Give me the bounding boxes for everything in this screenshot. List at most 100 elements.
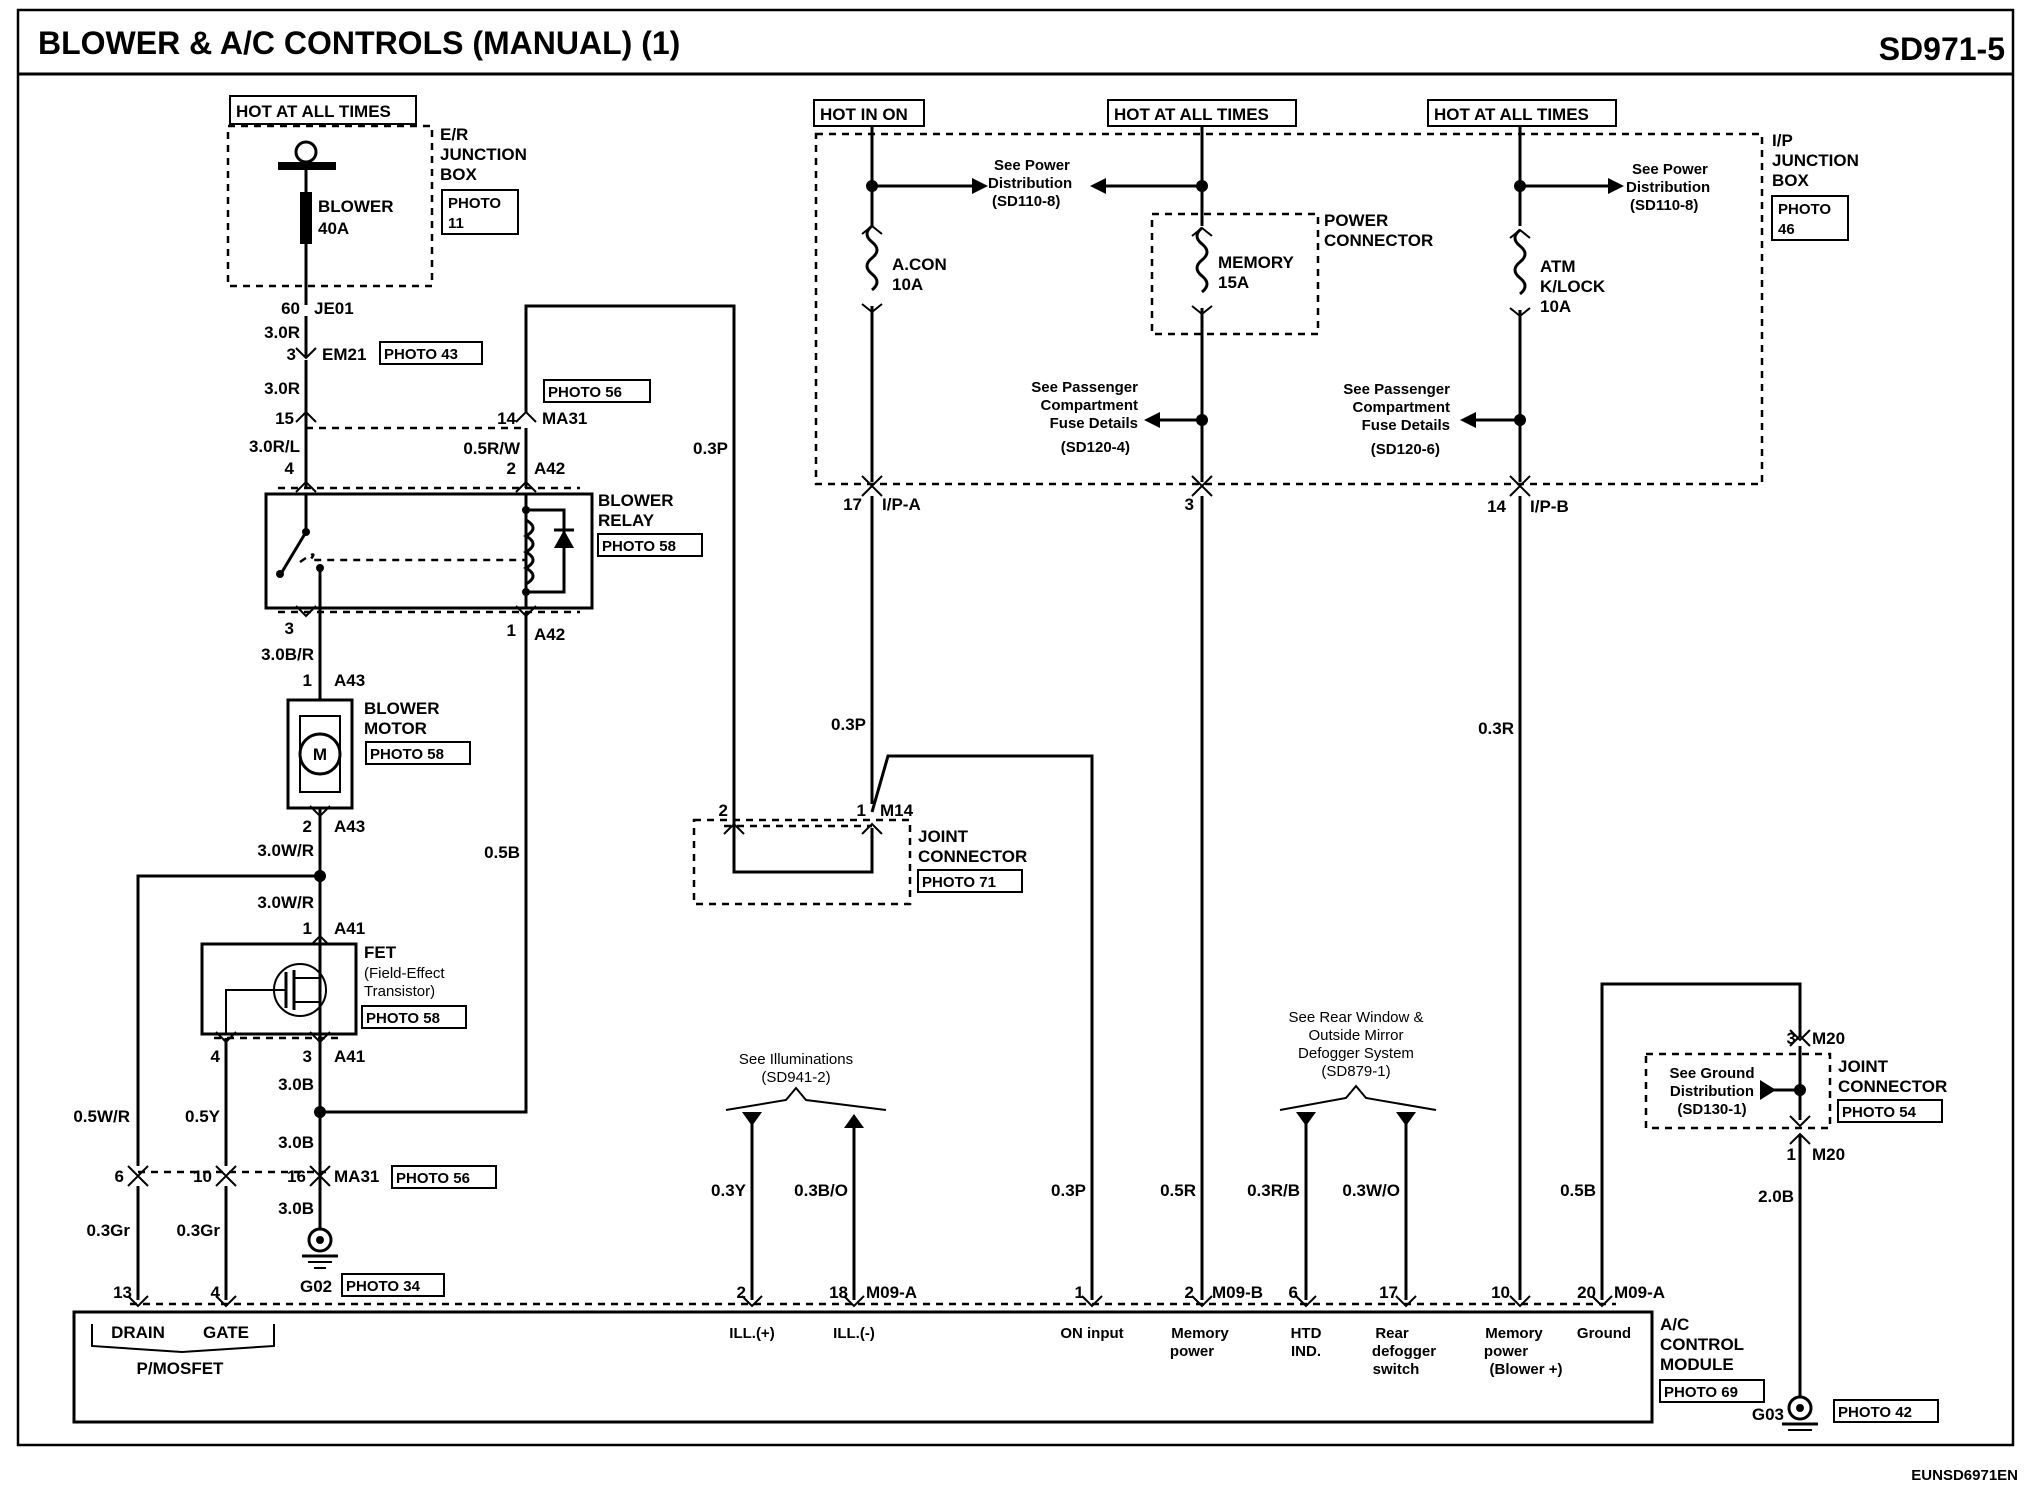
conn-ma31-16-id: MA31: [334, 1167, 379, 1186]
fuse-acon-icon: [865, 224, 879, 292]
wire-30wr-2: 3.0W/R: [257, 893, 314, 912]
er-box-name-2: JUNCTION: [440, 145, 527, 164]
see-ground-l3: (SD130-1): [1677, 1101, 1746, 1118]
ip-box-name-1: I/P: [1772, 131, 1793, 150]
conn-m14-id: M14: [880, 801, 914, 820]
conn-em21-id: EM21: [322, 345, 366, 364]
see-ground-l1: See Ground: [1669, 1065, 1754, 1082]
conn-a41-3-pin: 3: [303, 1047, 312, 1066]
conn-a42-top-id: A42: [534, 459, 565, 478]
label-pmosfet: P/MOSFET: [137, 1359, 225, 1378]
battery-terminal-icon: [294, 140, 318, 164]
conn-a41-3-id: A41: [334, 1047, 365, 1066]
label-drain: DRAIN: [111, 1323, 165, 1342]
ground-g02-icon: [302, 1227, 338, 1269]
relay-label-2: RELAY: [598, 511, 655, 530]
see-fuse-1-l4: (SD120-4): [1061, 439, 1130, 456]
fuse-blower-name: BLOWER: [318, 197, 394, 216]
er-box-name-1: E/R: [440, 125, 468, 144]
label-memory-power-2: power: [1170, 1343, 1214, 1360]
ground-g03-icon: [1782, 1395, 1818, 1431]
joint-connector-m14: [692, 754, 1094, 1300]
conn-a43-1-id: A43: [334, 671, 365, 690]
fuse-memory-amps: 15A: [1218, 273, 1249, 292]
fet-label-2: (Field-Effect: [364, 965, 445, 982]
blower-motor: M: [286, 698, 354, 810]
module-photo: PHOTO 69: [1664, 1384, 1738, 1401]
conn-ma31-16-photo: PHOTO 56: [396, 1170, 470, 1187]
module-name-3: MODULE: [1660, 1355, 1734, 1374]
see-rear-l4: (SD879-1): [1321, 1063, 1390, 1080]
wire-03p-top: 0.3P: [693, 439, 728, 458]
relay-photo: PHOTO 58: [602, 538, 676, 555]
see-power-1-l1: See Power: [994, 157, 1070, 174]
see-illum-l2: (SD941-2): [761, 1069, 830, 1086]
conn-a41-1-id: A41: [334, 919, 365, 938]
ip-junction-box: [814, 132, 1764, 486]
conn-m20-1-id: M20: [1812, 1145, 1845, 1164]
wire-30b-1: 3.0B: [278, 1075, 314, 1094]
wire-03y: 0.3Y: [711, 1181, 747, 1200]
ip-hot-in-on: HOT IN ON: [820, 105, 908, 124]
diagram-title: BLOWER & A/C CONTROLS (MANUAL) (1): [38, 25, 680, 61]
wire-05b: 0.5B: [484, 843, 520, 862]
see-rear-l2: Outside Mirror: [1308, 1027, 1403, 1044]
relay-label-1: BLOWER: [598, 491, 674, 510]
power-connector-2: CONNECTOR: [1324, 231, 1433, 250]
fuse-atm-l3: 10A: [1540, 297, 1571, 316]
pin-2b: 2: [1185, 1283, 1194, 1302]
conn-a43-2-id: A43: [334, 817, 365, 836]
conn-m20-3-pin: 3: [1787, 1029, 1796, 1048]
label-gate: GATE: [203, 1323, 249, 1342]
see-fuse-2-l3: Fuse Details: [1362, 417, 1450, 434]
fet-label-3: Transistor): [364, 983, 435, 1000]
joint54-photo: PHOTO 54: [1842, 1104, 1917, 1121]
conn-ma31-16-pin: 16: [287, 1167, 306, 1186]
ground-g03-id: G03: [1752, 1405, 1784, 1424]
pin-4: 4: [211, 1283, 221, 1302]
conn-a42-top-pin: 2: [507, 459, 516, 478]
see-rear-l3: Defogger System: [1298, 1045, 1414, 1062]
conn-m14-1: 1: [857, 801, 866, 820]
label-htd-1: HTD: [1291, 1325, 1322, 1342]
wire-30br: 3.0B/R: [261, 645, 314, 664]
ground-g02-id: G02: [300, 1277, 332, 1296]
er-photo-2: 11: [448, 215, 464, 232]
label-ground: Ground: [1577, 1325, 1631, 1342]
er-hot-label: HOT AT ALL TIMES: [236, 102, 391, 121]
see-fuse-2-l2: Compartment: [1352, 399, 1450, 416]
page-frame: [16, 8, 2015, 1447]
pin-17: 17: [1379, 1283, 1398, 1302]
see-fuse-2-l4: (SD120-6): [1371, 441, 1440, 458]
wire-05rw: 0.5R/W: [463, 439, 521, 458]
wire-03p-low: 0.3P: [1051, 1181, 1086, 1200]
wire-30wr-1: 3.0W/R: [257, 841, 314, 860]
motor-photo: PHOTO 58: [370, 746, 444, 763]
conn-m20-1-pin: 1: [1787, 1145, 1796, 1164]
ground-g03-photo: PHOTO 42: [1838, 1404, 1912, 1421]
wire-03p-mid: 0.3P: [831, 715, 866, 734]
motor-label-2: MOTOR: [364, 719, 427, 738]
conn-a43-1-pin: 1: [303, 671, 312, 690]
fuse-memory-icon: [1195, 226, 1209, 294]
label-ill-plus: ILL.(+): [729, 1325, 774, 1342]
joint54-l1: JOINT: [1838, 1057, 1889, 1076]
wire-20b: 2.0B: [1758, 1187, 1794, 1206]
diagram-code: SD971-5: [1879, 31, 2005, 67]
conn-m14-2: 2: [719, 801, 728, 820]
joint71-l1: JOINT: [918, 827, 969, 846]
wire-03bo: 0.3B/O: [794, 1181, 848, 1200]
pin-20: 20: [1577, 1283, 1596, 1302]
fuse-acon-amps: 10A: [892, 275, 923, 294]
fuse-blower-icon: [300, 192, 312, 244]
ip-hot-at-all-times-1: HOT AT ALL TIMES: [1114, 105, 1269, 124]
joint71-l2: CONNECTOR: [918, 847, 1027, 866]
see-fuse-1-l3: Fuse Details: [1050, 415, 1138, 432]
er-photo-box: [441, 189, 519, 235]
pin-10: 10: [1491, 1283, 1510, 1302]
conn-ip3: 3: [1185, 495, 1194, 514]
module-name-1: A/C: [1660, 1315, 1689, 1334]
ip-box-name-3: BOX: [1772, 171, 1810, 190]
relay-pin-3: 3: [285, 619, 294, 638]
joint71-photo: PHOTO 71: [922, 874, 996, 891]
